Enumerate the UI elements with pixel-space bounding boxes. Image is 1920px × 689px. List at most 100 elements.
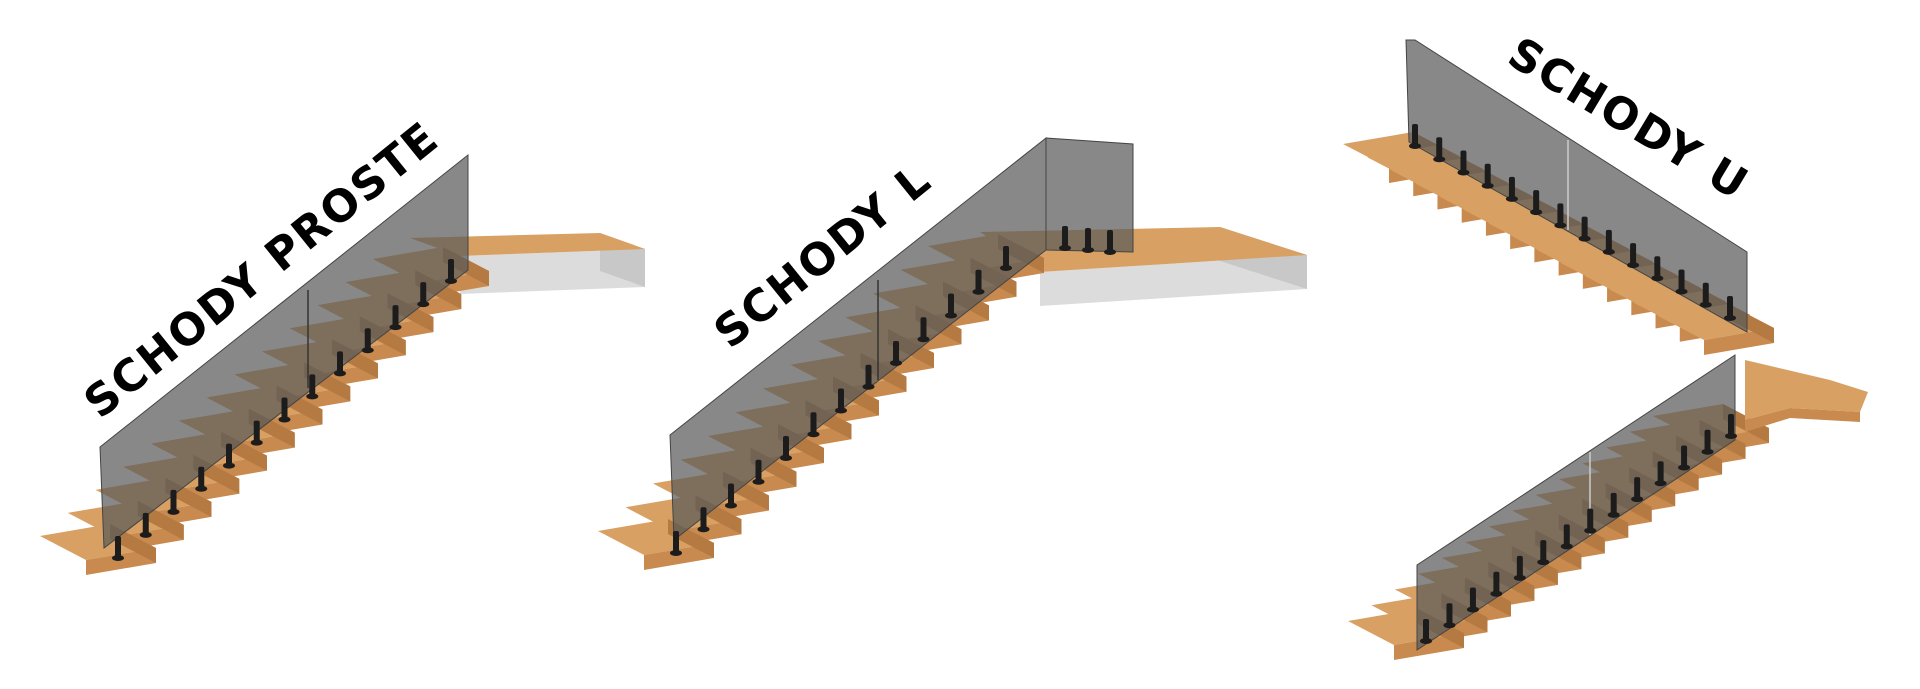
post-base xyxy=(670,550,682,556)
post-base xyxy=(1578,235,1591,242)
glass-clamp-post xyxy=(115,536,121,558)
glass-clamp-post xyxy=(975,269,982,292)
winder-landing-front xyxy=(1745,408,1860,432)
post-base xyxy=(1104,249,1116,255)
post-base xyxy=(1490,590,1503,597)
glass-clamp-post xyxy=(865,364,872,387)
glass-clamp-post xyxy=(1423,619,1429,641)
step-front xyxy=(1704,328,1774,355)
glass-clamp-post xyxy=(893,341,899,363)
post-base xyxy=(1678,464,1691,471)
glass-clamp-post xyxy=(1003,246,1009,268)
glass-clamp-post xyxy=(1107,230,1113,252)
post-base xyxy=(1651,275,1664,282)
post-base xyxy=(278,416,291,423)
glass-clamp-post xyxy=(810,412,817,435)
glass-clamp-post xyxy=(1634,477,1641,500)
glass-clamp-post xyxy=(448,259,454,281)
post-base xyxy=(1631,496,1644,503)
post-base xyxy=(361,347,374,354)
post-base xyxy=(752,478,765,485)
glass-clamp-post xyxy=(1085,228,1091,250)
post-base xyxy=(1082,247,1094,253)
post-base xyxy=(1481,182,1494,189)
glass-clamp-post xyxy=(170,489,177,512)
post-base xyxy=(1443,622,1456,629)
post-base xyxy=(1409,143,1421,149)
glass-clamp-post xyxy=(253,420,260,443)
glass-balustrade xyxy=(1045,137,1134,253)
glass-clamp-post xyxy=(1436,137,1443,160)
glass-clamp-post xyxy=(1587,508,1594,531)
glass-clamp-post xyxy=(281,397,288,420)
post-base xyxy=(807,431,820,438)
glass-clamp-post xyxy=(948,293,954,316)
post-base xyxy=(697,526,710,533)
post-base xyxy=(1420,638,1432,644)
l-shaped-staircase xyxy=(598,136,1307,570)
glass-clamp-post xyxy=(1508,176,1515,199)
post-base xyxy=(1457,169,1470,176)
glass-clamp-post xyxy=(1469,587,1476,610)
u-shaped-staircase xyxy=(1343,39,1868,660)
post-base xyxy=(1059,245,1071,251)
post-base xyxy=(972,288,985,295)
glass-clamp-post xyxy=(728,483,734,506)
glass-clamp-post xyxy=(783,436,789,458)
glass-clamp-post xyxy=(392,305,399,328)
post-base xyxy=(862,383,875,390)
glass-balustrade xyxy=(1405,39,1748,333)
glass-clamp-post xyxy=(1728,414,1734,436)
glass-clamp-post xyxy=(309,374,316,397)
glass-clamp-post xyxy=(226,443,232,466)
post-base xyxy=(389,324,402,331)
post-base xyxy=(1602,248,1615,255)
post-base xyxy=(1675,288,1688,295)
post-base xyxy=(1699,301,1712,308)
landing-top xyxy=(410,233,645,256)
glass-balustrade xyxy=(99,153,469,549)
post-base xyxy=(1701,448,1714,455)
post-base xyxy=(139,531,152,538)
post-base xyxy=(1537,559,1550,566)
straight-staircase xyxy=(40,153,645,575)
glass-clamp-post xyxy=(1516,555,1523,578)
step-front xyxy=(86,548,156,575)
post-base xyxy=(417,301,430,308)
glass-clamp-post xyxy=(920,317,927,340)
post-base xyxy=(1724,315,1736,321)
glass-clamp-post xyxy=(1533,190,1540,213)
glass-clamp-post xyxy=(1630,243,1637,266)
post-base xyxy=(1466,606,1479,613)
glass-clamp-post xyxy=(1681,445,1688,468)
glass-clamp-post xyxy=(1062,226,1068,248)
glass-clamp-post xyxy=(1557,203,1564,226)
step-front xyxy=(644,543,714,570)
post-base xyxy=(835,407,847,414)
post-base xyxy=(1560,543,1573,550)
post-base xyxy=(223,462,235,469)
glass-clamp-post xyxy=(700,507,707,530)
glass-clamp-post xyxy=(1610,492,1617,515)
glass-clamp-post xyxy=(838,388,844,411)
post-base xyxy=(306,393,319,400)
post-base xyxy=(445,278,457,284)
glass-clamp-post xyxy=(1412,124,1418,146)
post-base xyxy=(1654,480,1667,487)
post-base xyxy=(917,336,930,343)
glass-clamp-post xyxy=(1581,216,1588,239)
post-base xyxy=(1607,511,1620,518)
glass-clamp-post xyxy=(673,531,679,553)
post-base xyxy=(1584,527,1597,534)
glass-clamp-post xyxy=(1460,150,1467,173)
post-base xyxy=(167,508,180,515)
glass-clamp-post xyxy=(1654,256,1661,279)
glass-balustrade xyxy=(1416,354,1736,651)
glass-clamp-post xyxy=(1702,282,1709,305)
post-base xyxy=(1725,433,1737,439)
glass-clamp-post xyxy=(142,512,149,535)
glass-clamp-post xyxy=(364,328,371,351)
glass-clamp-post xyxy=(1704,429,1711,452)
landing-front xyxy=(460,249,645,294)
